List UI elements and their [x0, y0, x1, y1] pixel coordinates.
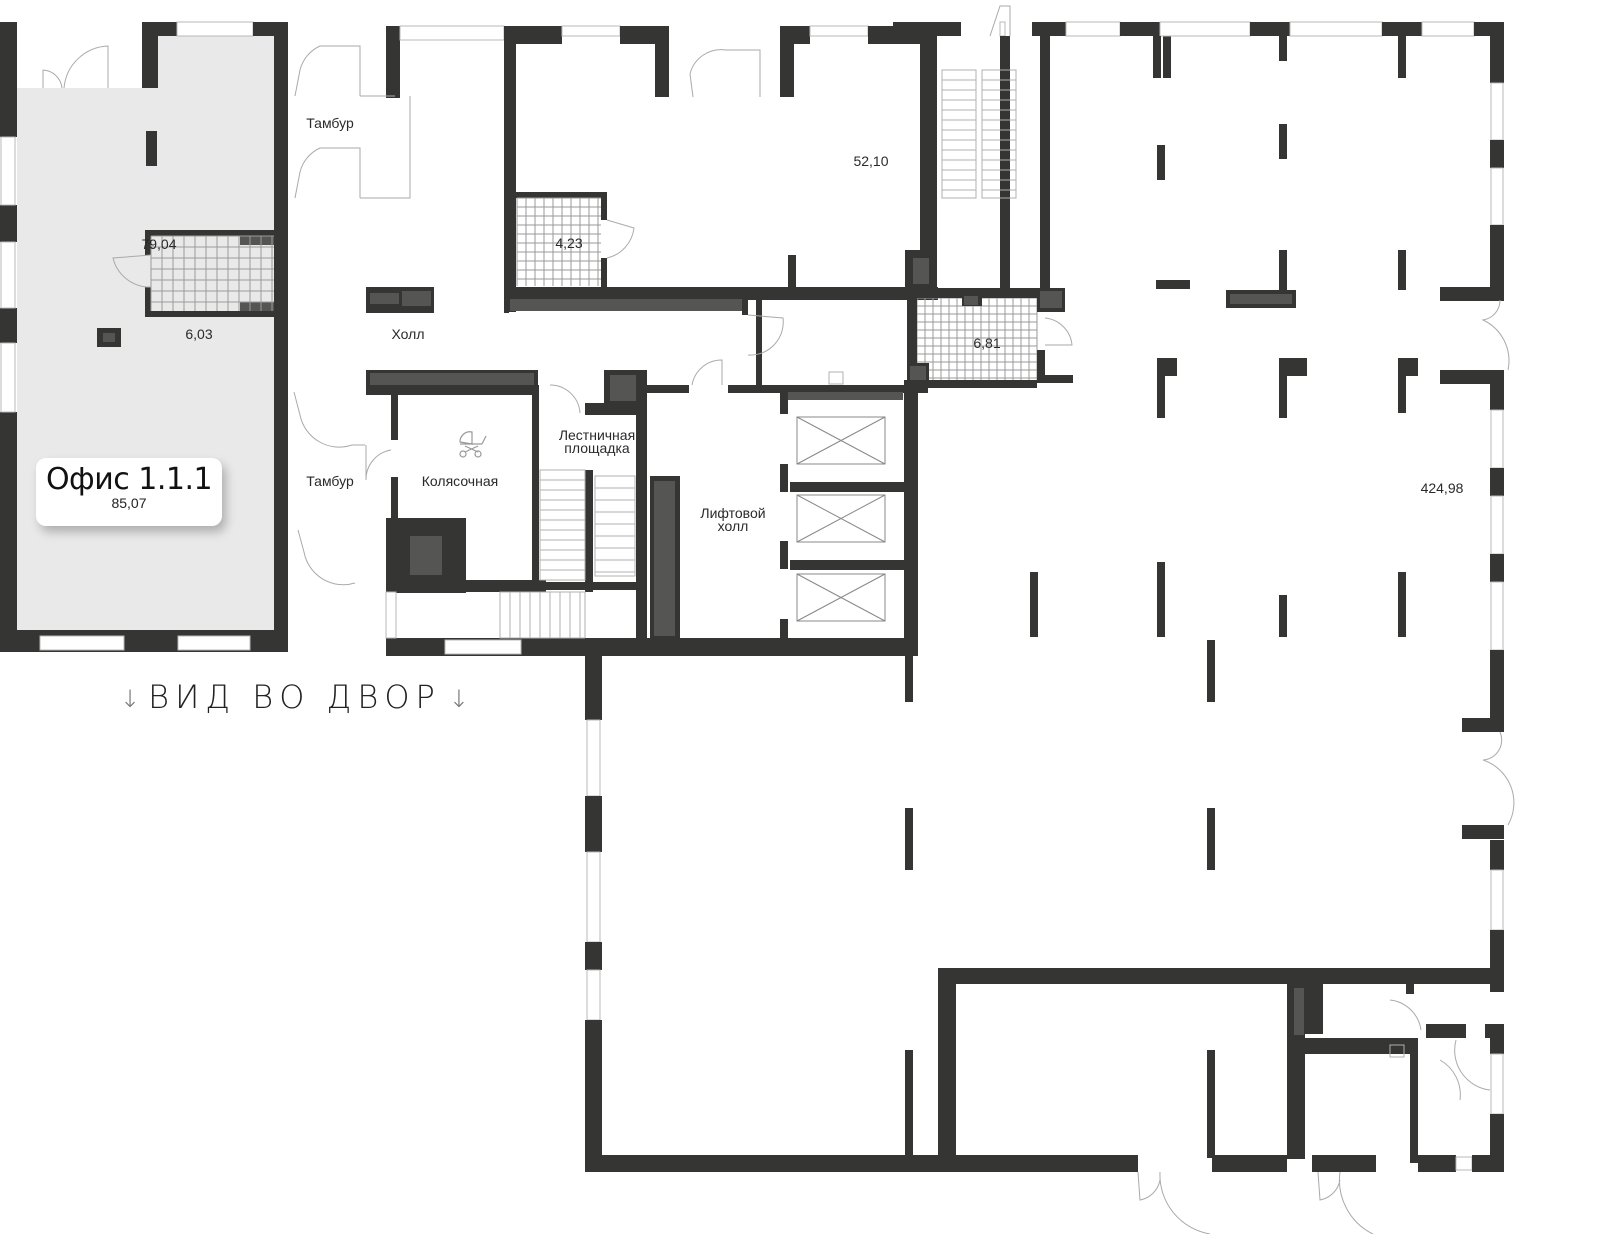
- label-lift-hall-2: холл: [718, 518, 749, 534]
- staircase-lower: [499, 469, 586, 639]
- door-tambur-top[interactable]: [294, 45, 411, 199]
- wc-tiles-4-23: [516, 197, 601, 286]
- orientation-label: ↓ВИД ВО ДВОР↓: [112, 678, 477, 716]
- stair-outline: [981, 69, 1017, 199]
- door-wc-office[interactable]: [112, 254, 152, 288]
- elevator-2: [796, 494, 886, 543]
- arrow-down-icon: ↓: [120, 685, 141, 713]
- stair-outline: [941, 69, 977, 199]
- door-stairs[interactable]: [549, 384, 581, 414]
- door-right-upper[interactable]: [1481, 299, 1510, 371]
- office-highlight-area[interactable]: [17, 88, 274, 630]
- label-stair-landing-2: площадка: [564, 440, 630, 456]
- label-stroller-room: Колясочная: [422, 473, 498, 489]
- unit-area: 85,07: [111, 495, 147, 511]
- sink-icon-lower: [1389, 1044, 1405, 1058]
- stair-outline: [499, 591, 586, 639]
- sink-icon: [828, 371, 844, 385]
- area-wc-4-23: 4,23: [555, 235, 582, 251]
- area-office-wc: 6,03: [185, 326, 212, 342]
- orientation-text: ВИД ВО ДВОР: [148, 678, 441, 716]
- door-stair-top[interactable]: [989, 5, 1011, 37]
- staircase-upper: [594, 475, 636, 577]
- unit-card[interactable]: Офис 1.1.1 85,07: [36, 458, 222, 526]
- central-walls: [366, 25, 938, 656]
- label-lift-hall-1: Лифтовой: [700, 505, 765, 521]
- door-corridor[interactable]: [747, 314, 784, 356]
- elevator-1: [796, 416, 886, 465]
- stair-outline: [539, 469, 586, 581]
- unit-name: Офис 1.1.1: [45, 462, 213, 497]
- label-hall: Холл: [392, 326, 425, 342]
- door-wc-6-81[interactable]: [1044, 317, 1073, 346]
- area-big-space: 424,98: [1421, 480, 1464, 496]
- door-service[interactable]: [1389, 999, 1491, 1101]
- door-bottom-secondary[interactable]: [1317, 1171, 1374, 1234]
- door-right-lower[interactable]: [1482, 731, 1515, 826]
- arrow-down-icon-right: ↓: [448, 685, 469, 713]
- label-tambur-top: Тамбур: [306, 115, 354, 131]
- label-stair-landing-1: Лестничная: [559, 427, 635, 443]
- area-wc-6-81: 6,81: [973, 335, 1000, 351]
- stroller-icon: [459, 431, 487, 458]
- elevator-3: [796, 573, 886, 622]
- area-office-main: 79,04: [141, 236, 176, 252]
- wc-tiles-6-03: [150, 235, 274, 311]
- stair-top-right: [941, 69, 1017, 199]
- door-lift-hall[interactable]: [691, 359, 723, 386]
- door-office-entry[interactable]: [42, 45, 109, 89]
- office-walls: [0, 21, 288, 652]
- door-tambur-bottom[interactable]: [293, 391, 392, 586]
- label-tambur-bottom: Тамбур: [306, 473, 354, 489]
- right-walls: [585, 21, 1504, 1172]
- area-room-52: 52,10: [853, 153, 888, 169]
- door-bottom-main[interactable]: [1137, 1171, 1211, 1234]
- door-room-52[interactable]: [689, 49, 761, 98]
- door-wc-4-23[interactable]: [606, 219, 635, 259]
- stair-outline: [594, 475, 636, 577]
